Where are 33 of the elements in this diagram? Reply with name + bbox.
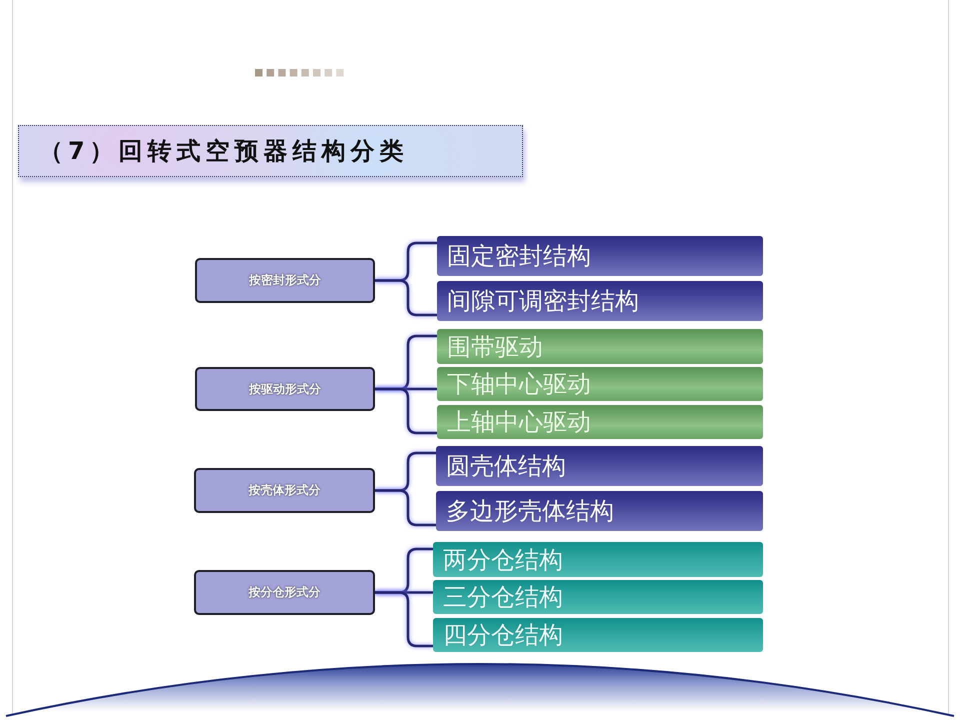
item-label: 下轴中心驱动 bbox=[447, 372, 591, 396]
item-label: 固定密封结构 bbox=[447, 244, 591, 268]
bracket-line bbox=[375, 388, 437, 434]
bracket-line bbox=[375, 279, 437, 316]
item-bar bbox=[437, 329, 763, 364]
category-box bbox=[194, 570, 375, 615]
bracket-line bbox=[375, 489, 436, 526]
item-label: 四分仓结构 bbox=[443, 623, 563, 647]
item-bar bbox=[437, 367, 763, 401]
item-bar bbox=[437, 405, 763, 439]
item-label: 多边形壳体结构 bbox=[446, 499, 614, 523]
item-label: 上轴中心驱动 bbox=[447, 410, 591, 434]
category-box bbox=[195, 367, 375, 411]
category-label: 按驱动形式分 bbox=[249, 380, 321, 398]
category-label: 按分仓形式分 bbox=[248, 584, 320, 601]
category-box bbox=[195, 258, 375, 303]
item-bar bbox=[436, 491, 763, 531]
item-label: 间隙可调密封结构 bbox=[447, 289, 639, 313]
item-bar bbox=[433, 580, 763, 614]
item-bar bbox=[437, 236, 763, 276]
item-bar bbox=[433, 618, 763, 652]
item-bar bbox=[437, 281, 763, 321]
item-label: 三分仓结构 bbox=[443, 585, 563, 609]
item-label: 两分仓结构 bbox=[443, 548, 563, 572]
category-box bbox=[194, 468, 375, 513]
category-label: 按密封形式分 bbox=[249, 272, 321, 289]
item-label: 圆壳体结构 bbox=[446, 454, 566, 478]
item-label: 围带驱动 bbox=[447, 334, 543, 358]
slide-title: （7）回转式空预器结构分类 bbox=[39, 136, 409, 167]
category-label: 按壳体形式分 bbox=[248, 482, 320, 499]
bracket-line bbox=[375, 591, 433, 648]
item-bar bbox=[433, 542, 763, 577]
item-bar bbox=[436, 446, 763, 486]
